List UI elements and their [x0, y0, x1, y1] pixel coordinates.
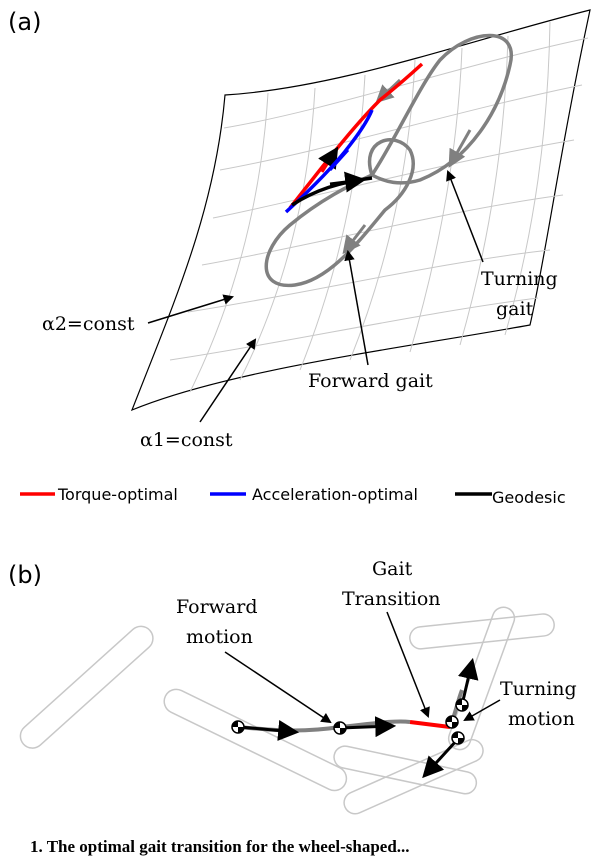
gait-transition-label-line2: Transition [342, 588, 441, 610]
panel-a-label: (a) [8, 8, 41, 36]
torque-optimal-curve [288, 62, 424, 210]
legend-label-acceleration: Acceleration-optimal [252, 485, 418, 504]
geodesic-curve [291, 171, 373, 207]
alpha1-label: α1=const [140, 429, 233, 451]
motion-arrows [239, 657, 479, 779]
figure-caption: 1. The optimal gait transition for the w… [30, 837, 410, 856]
gait-transition-label-line1: Gait [372, 558, 413, 580]
acceleration-optimal-curve [284, 109, 374, 214]
com-markers [231, 698, 469, 745]
annotation-alpha2: α2=const [42, 294, 235, 335]
turning-motion-label-line2: motion [508, 708, 575, 730]
robot-outlines [19, 606, 555, 815]
forward-motion-label-line2: motion [186, 626, 253, 648]
annotation-alpha1: α1=const [140, 338, 257, 451]
annotation-forward-motion: Forward motion [176, 596, 332, 724]
forward-gait-label: Forward gait [308, 370, 433, 392]
turning-gait-label-line1: Turning [481, 268, 558, 290]
annotation-gait-transition: Gait Transition [342, 558, 441, 718]
com-marker-1 [231, 720, 245, 734]
turning-gait-label-line2: gait [496, 298, 534, 320]
forward-gait-loop [264, 138, 415, 288]
legend-label-torque: Torque-optimal [57, 485, 178, 504]
com-marker-2 [333, 721, 347, 735]
annotation-turning-gait: Turning gait [446, 170, 558, 320]
turning-motion-label-line1: Turning [500, 678, 577, 700]
alpha2-label: α2=const [42, 313, 135, 335]
panel-b-label: (b) [8, 561, 42, 589]
com-marker-4 [445, 715, 459, 729]
annotation-forward-gait: Forward gait [308, 249, 433, 392]
grid-alpha2-lines [169, 37, 589, 361]
com-marker-3 [455, 698, 469, 712]
com-trajectory [237, 689, 464, 733]
annotation-turning-motion: Turning motion [463, 678, 577, 730]
legend-label-geodesic: Geodesic [492, 488, 566, 507]
com-marker-5 [451, 731, 465, 745]
surface-patch [130, 9, 591, 412]
forward-motion-label-line1: Forward [176, 596, 258, 618]
legend: Torque-optimal Acceleration-optimal Geod… [20, 485, 566, 507]
